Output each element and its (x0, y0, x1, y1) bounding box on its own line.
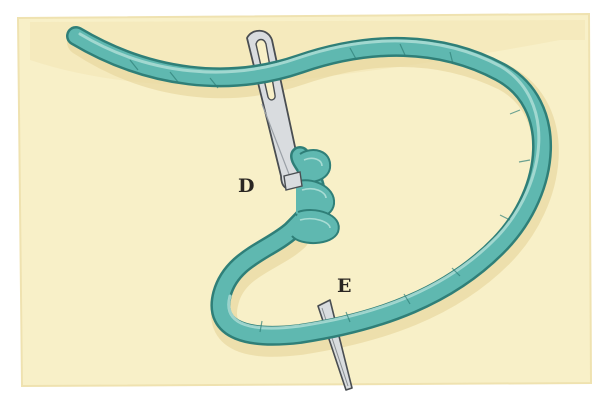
needle-tip (284, 172, 302, 190)
point-label-d: D (238, 175, 254, 197)
point-label-e: E (337, 275, 351, 297)
